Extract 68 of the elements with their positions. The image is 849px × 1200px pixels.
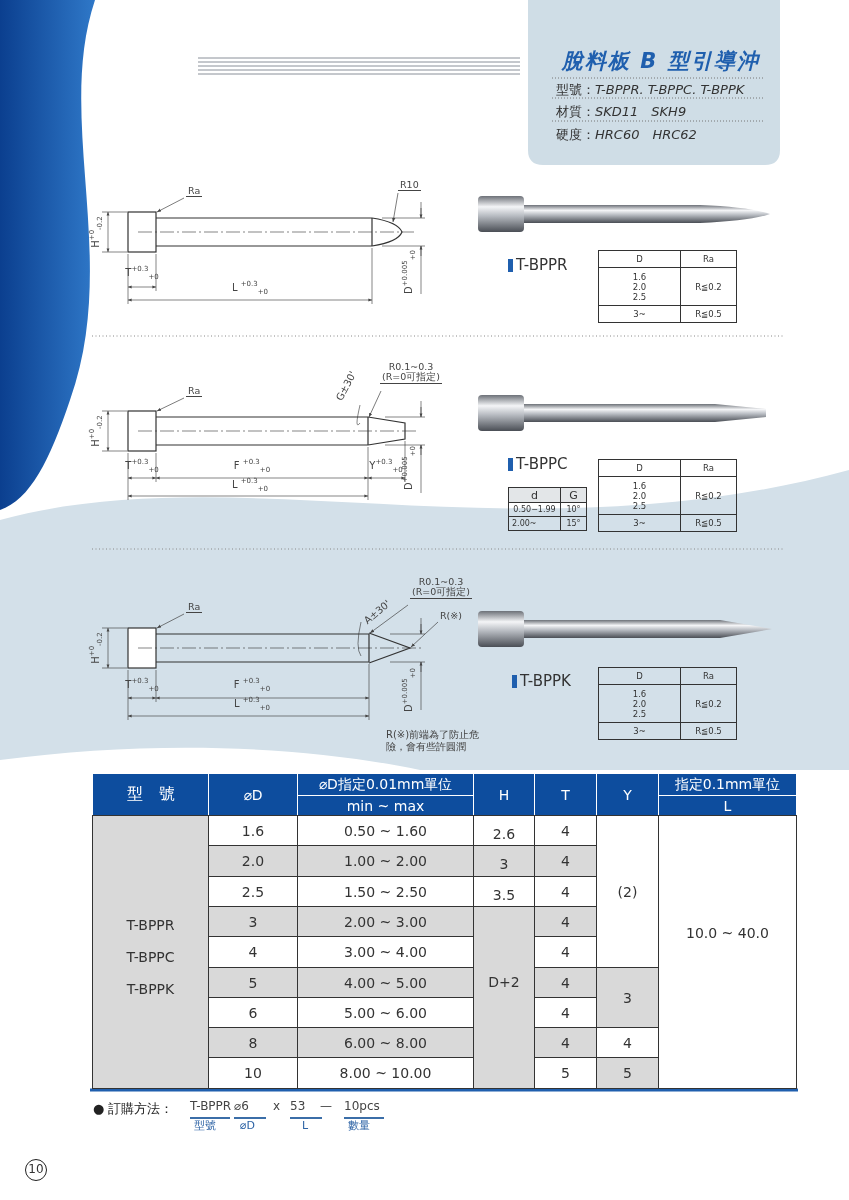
model-code: T-BPPK xyxy=(126,981,175,997)
table-cell: 2.00~ xyxy=(508,516,561,531)
table-cell: Ra xyxy=(680,667,737,685)
order-example-text: ⌀6 xyxy=(234,1100,249,1114)
table-cell: 3~ xyxy=(598,722,681,740)
table-cell: D xyxy=(598,250,681,268)
table-cell: 8 xyxy=(208,1027,298,1058)
callout-text: Ra xyxy=(186,602,203,614)
order-example-text: — xyxy=(320,1100,332,1114)
table-cell: Ra xyxy=(680,250,737,268)
table-cell: G xyxy=(560,487,587,503)
table-cell: 型 號 xyxy=(92,773,209,816)
callout-text: Ra xyxy=(186,186,203,198)
field-caption: L xyxy=(302,1120,309,1133)
table-cell: ⌀D xyxy=(208,773,298,816)
model-code: T-BPPR xyxy=(516,257,568,274)
order-example-text: 53 xyxy=(290,1100,306,1114)
spec-text: 型號：T-BPPR. T-BPPC. T-BPPK xyxy=(556,83,745,98)
spec-text: 材質：SKD11 SKH9 xyxy=(556,105,687,120)
table-cell: d xyxy=(508,487,561,503)
callout-text: R10 xyxy=(398,180,421,192)
table-cell: 2.0 xyxy=(208,845,298,877)
order-example-text: 10pcs xyxy=(344,1100,380,1114)
table-cell: 指定0.1mm單位 xyxy=(658,773,797,796)
callout-text: Ra xyxy=(186,386,203,398)
table-cell: 3~ xyxy=(598,514,681,532)
table-cell: T xyxy=(534,773,597,816)
table-cell: 2.00 ~ 3.00 xyxy=(297,906,474,937)
order-method-text: ● 訂購方法： xyxy=(93,1102,174,1117)
table-cell: D+2 xyxy=(473,906,535,1089)
table-cell: 5 xyxy=(596,1057,659,1089)
table-cell: R≦0.5 xyxy=(680,722,737,740)
model-code: T-BPPR xyxy=(126,917,175,933)
table-cell: R≦0.5 xyxy=(680,514,737,532)
table-cell: 1.00 ~ 2.00 xyxy=(297,845,474,877)
table-cell: Ra xyxy=(680,459,737,477)
order-example-text: T-BPPR xyxy=(190,1100,232,1114)
model-code: T-BPPC xyxy=(126,949,175,965)
table-cell: L xyxy=(658,795,797,816)
order-example-text: x xyxy=(273,1100,281,1114)
field-caption: 型號 xyxy=(194,1120,216,1133)
page-title: 脫料板 B 型引導沖 xyxy=(562,50,760,74)
table-cell: Y xyxy=(596,773,659,816)
table-cell: 10.0 ~ 40.0 xyxy=(658,815,797,1089)
table-cell: 15° xyxy=(560,516,587,531)
pin-drawing xyxy=(127,627,423,669)
table-cell: ⌀D指定0.01mm單位 xyxy=(297,773,474,796)
table-cell: 4 xyxy=(534,845,597,877)
table-cell: D xyxy=(598,459,681,477)
table-cell: 6.00 ~ 8.00 xyxy=(297,1027,474,1058)
model-code: T-BPPC xyxy=(516,456,568,473)
table-cell: 4.00 ~ 5.00 xyxy=(297,967,474,998)
table-cell: H xyxy=(473,773,535,816)
table-cell: D xyxy=(598,667,681,685)
table-cell: 3~ xyxy=(598,305,681,323)
table-cell: R≦0.5 xyxy=(680,305,737,323)
note-text: R(※)前端為了防止危險，會有些許圓潤 xyxy=(386,729,481,752)
spec-text: 硬度：HRC60 HRC62 xyxy=(556,128,697,143)
table-cell: 3 xyxy=(473,845,535,877)
table-cell: 5 xyxy=(208,967,298,998)
field-caption: 數量 xyxy=(348,1120,370,1133)
table-cell: 3 xyxy=(596,967,659,1028)
table-cell: 3 xyxy=(208,906,298,937)
field-caption: ⌀D xyxy=(240,1120,256,1133)
callout-text: R(※) xyxy=(440,611,462,622)
callout-text: R0.1~0.3 (R=0可指定) xyxy=(410,577,473,599)
model-code: T-BPPK xyxy=(520,673,571,690)
callout-text: R0.1~0.3 (R=0可指定) xyxy=(380,362,443,384)
